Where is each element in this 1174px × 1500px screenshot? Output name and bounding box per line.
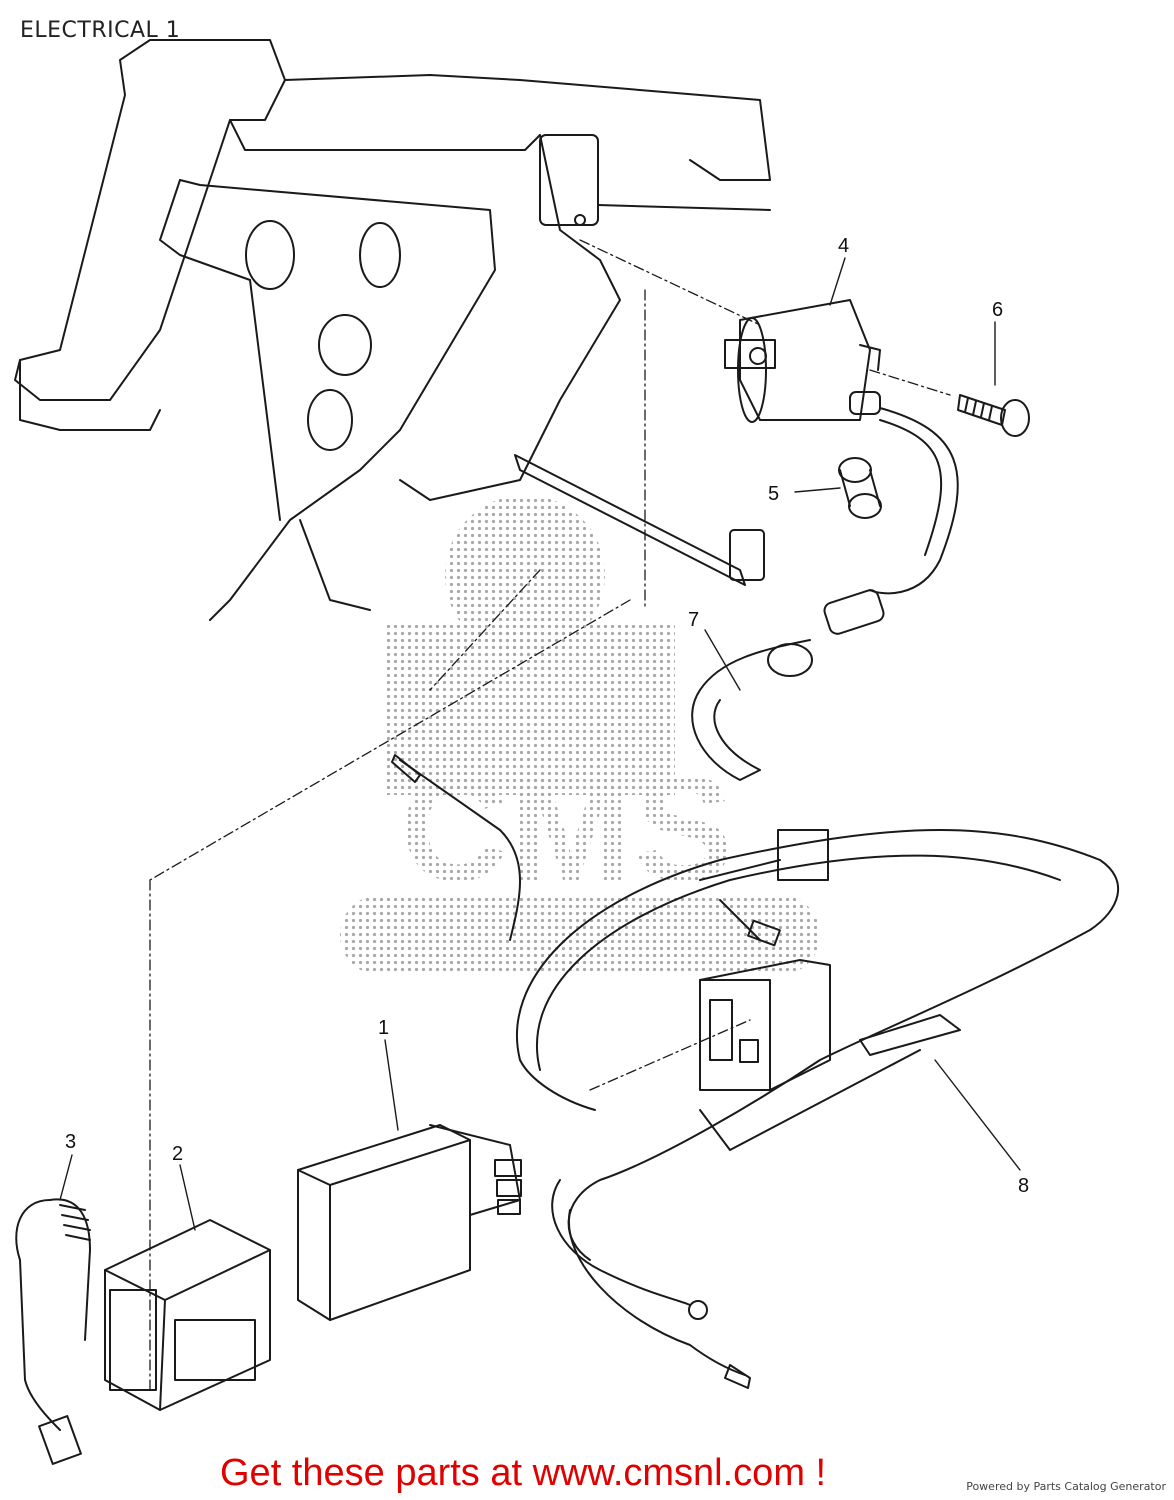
plug-cap-part-7 — [691, 407, 959, 781]
callout-1: 1 — [378, 1017, 389, 1039]
band-part-3 — [15, 1198, 91, 1465]
callout-8: 8 — [1018, 1175, 1029, 1197]
callout-2: 2 — [172, 1143, 183, 1165]
powered-by-note: Powered by Parts Catalog Generator — [966, 1480, 1166, 1493]
callout-4: 4 — [838, 235, 849, 257]
cms-watermark-logo: CMS — [340, 495, 820, 975]
promo-link[interactable]: Get these parts at www.cmsnl.com ! — [220, 1452, 827, 1494]
ignition-coil-part-4 — [724, 299, 881, 423]
callout-leaders — [59, 257, 1021, 1231]
bolt-part-6 — [957, 394, 1030, 437]
coil-bracket — [514, 454, 765, 586]
callout-7: 7 — [688, 609, 699, 631]
wire-harness-part-8 — [391, 754, 1119, 1389]
callout-3: 3 — [65, 1131, 76, 1153]
svg-text:CMS: CMS — [400, 744, 733, 912]
grommet-part-5 — [838, 457, 882, 519]
callout-6: 6 — [992, 299, 1003, 321]
callout-5: 5 — [768, 483, 779, 505]
motorcycle-frame — [14, 39, 771, 621]
cdi-cover-part-2 — [104, 1219, 271, 1411]
callout-labels: 1 2 3 4 5 6 7 8 — [65, 235, 1029, 1197]
assembly-guide-lines — [149, 239, 951, 1391]
cdi-unit-part-1 — [297, 1124, 522, 1321]
diagram-title: ELECTRICAL 1 — [20, 18, 181, 43]
